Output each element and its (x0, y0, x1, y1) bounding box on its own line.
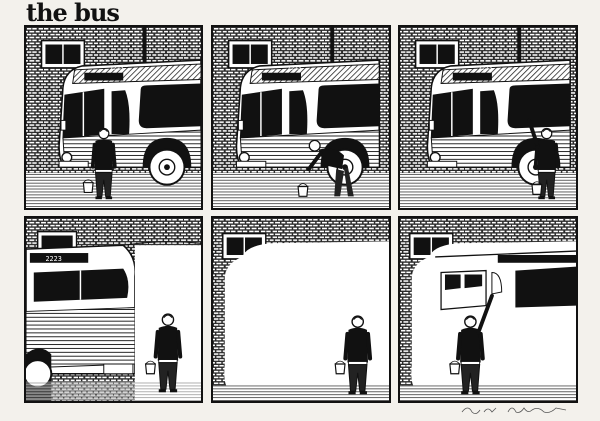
comic-title: the bus (26, 0, 120, 27)
comic-panel-3: 2223 (398, 25, 578, 210)
comic-panel-6 (398, 216, 578, 403)
comic-panel-4: 2223 (24, 216, 203, 403)
comic-panel-2: 2223 (211, 25, 391, 210)
bus-number: 2223 (110, 66, 125, 72)
bus-number: 2223 (478, 66, 493, 72)
bus-number: 2223 (287, 66, 302, 72)
comic-panel-5 (211, 216, 391, 403)
comic-panel-1: 2223 (24, 25, 203, 210)
artist-signature (461, 407, 567, 414)
bus-number: 2223 (45, 255, 61, 263)
